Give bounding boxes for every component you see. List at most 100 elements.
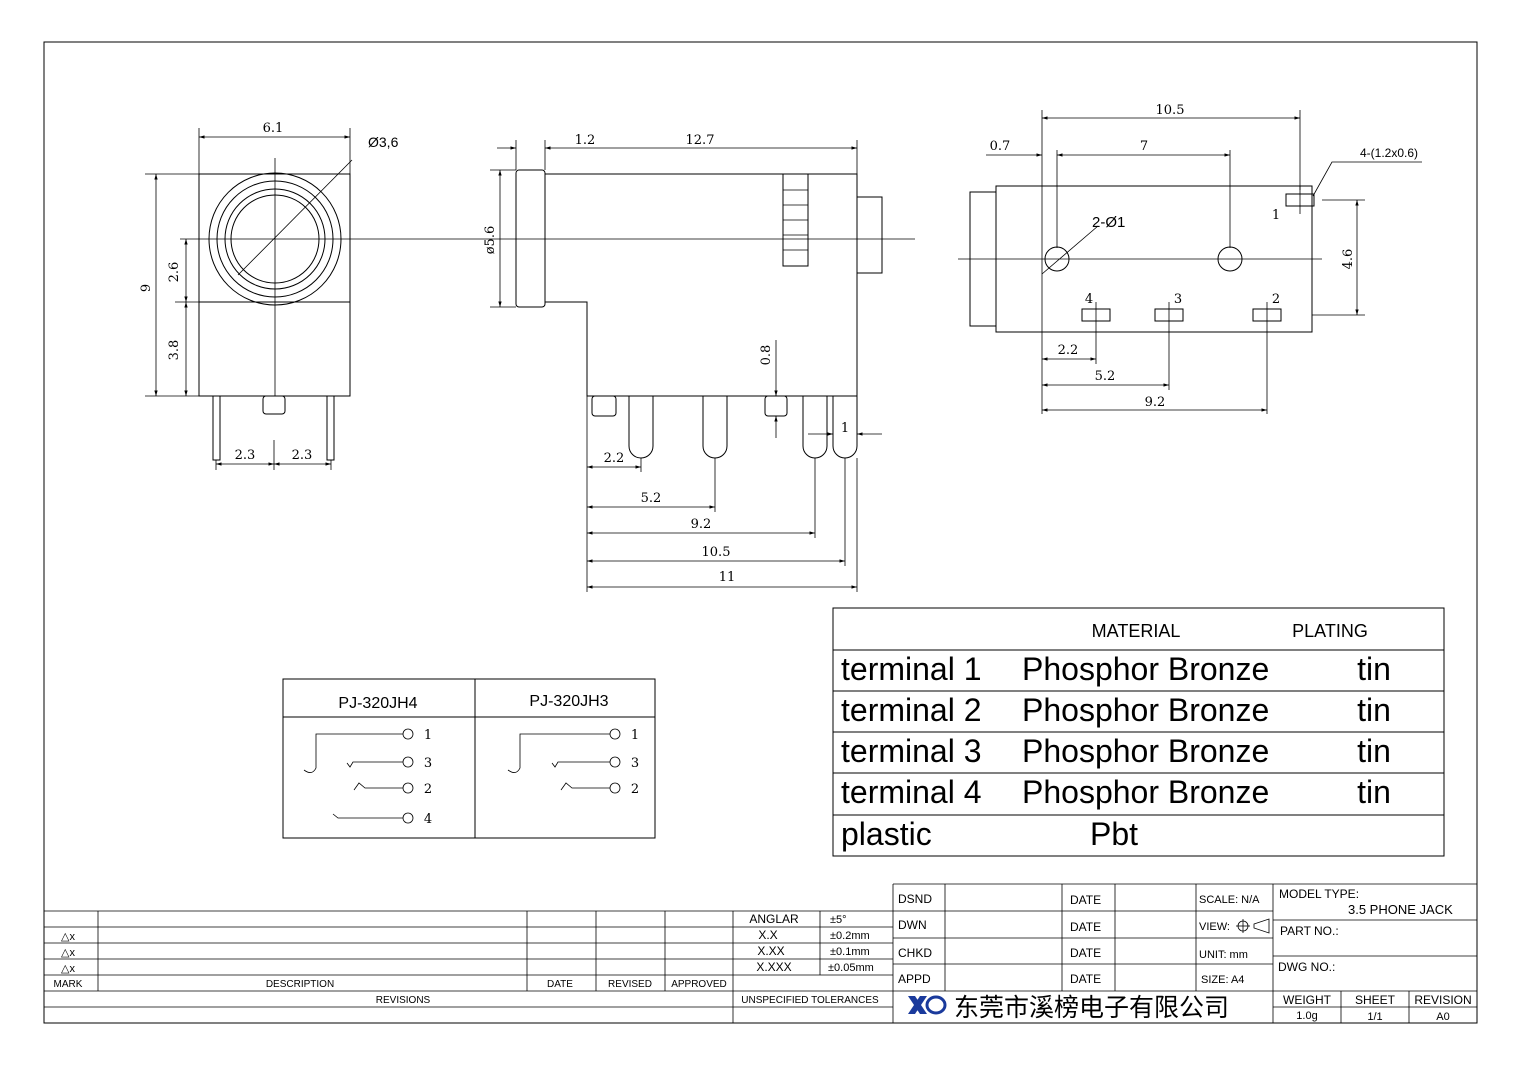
revisions-block: △x △x △x MARK DESCRIPTION DATE REVISED A… (44, 910, 893, 1023)
size-label: SIZE: A4 (1201, 974, 1244, 986)
front-body (198, 173, 351, 397)
rev-description-label: DESCRIPTION (266, 979, 334, 990)
view-label: VIEW: (1199, 921, 1230, 933)
weight-value: 1.0g (1296, 1010, 1317, 1022)
front-lower-label: 3.8 (167, 340, 182, 361)
part-no-label: PART NO.: (1280, 924, 1339, 938)
front-width-label: 6.1 (263, 121, 284, 136)
row-4-part: terminal 4 (841, 774, 982, 810)
signoff-date-1: DATE (1070, 893, 1101, 907)
row-2-plating: tin (1357, 692, 1391, 728)
side-pin-dim-1: 2.2 (604, 451, 625, 466)
pcb-pin-label-1: 1 (1272, 208, 1280, 223)
signoff-date-4: DATE (1070, 972, 1101, 986)
revision-label: REVISION (1414, 993, 1471, 1007)
sheet-label: SHEET (1355, 993, 1396, 1007)
scale-label: SCALE: N/A (1199, 894, 1260, 906)
signoff-date-3: DATE (1070, 946, 1101, 960)
signoff-role-2: DWN (898, 918, 927, 932)
row-1-material: Phosphor Bronze (1022, 651, 1269, 687)
side-pin-height-label: 0.8 (759, 345, 774, 366)
schematic-right-pin-3: 3 (631, 756, 639, 771)
rev-approved-label: APPROVED (671, 979, 727, 990)
pcb-height-label: 4.6 (1341, 249, 1356, 270)
front-upper-label: 2.6 (167, 262, 182, 283)
schematic-left-pin-2: 2 (424, 782, 432, 797)
side-body-label: 12.7 (686, 133, 715, 148)
row-5-material: Pbt (1090, 816, 1138, 852)
side-pin-width-label: 1 (841, 421, 849, 436)
pcb-hole-note: 2-Ø1 (1092, 214, 1125, 231)
side-pin-dim-5: 11 (719, 570, 736, 585)
tol-value-1: ±5° (830, 914, 847, 926)
row-5-part: plastic (841, 816, 932, 852)
tol-value-3: ±0.1mm (830, 946, 870, 958)
weight-label: WEIGHT (1283, 993, 1332, 1007)
front-pin-right-label: 2.3 (292, 448, 313, 463)
pcb-pad-note: 4-(1.2x0.6) (1360, 146, 1418, 160)
tol-label-1: ANGLAR (749, 912, 799, 926)
row-4-plating: tin (1357, 774, 1391, 810)
schematic-right-pin-1: 1 (631, 728, 639, 743)
rev-mark-label: MARK (54, 979, 83, 990)
rev-mark-1: △x (61, 931, 75, 943)
rev-mark-2: △x (61, 947, 75, 959)
tol-label-2: X.X (758, 928, 777, 942)
schematic-left-pin-4: 4 (424, 812, 432, 827)
rev-date-label: DATE (547, 979, 573, 990)
pcb-pin-label-2: 2 (1272, 292, 1280, 307)
side-pin-dim-3: 9.2 (691, 517, 712, 532)
front-view: Ø3,6 6.1 9 2.6 3.8 2.3 2.3 (139, 121, 915, 470)
row-1-part: terminal 1 (841, 651, 982, 687)
schematic-table: PJ-320JH4 PJ-320JH3 1 3 2 4 1 3 2 (282, 678, 656, 839)
pcb-pin-dim-2: 5.2 (1095, 369, 1116, 384)
pcb-pin-label-4: 4 (1085, 292, 1093, 307)
pcb-view: 2-Ø1 1 4 3 2 4-(1.2x0.6) 10.5 7 0.7 4.6 (958, 103, 1422, 414)
row-1-plating: tin (1357, 651, 1391, 687)
side-flange (515, 169, 546, 308)
signoff-date-2: DATE (1070, 920, 1101, 934)
side-view: 1.2 12.7 ø5.6 0.8 1 2.2 5.2 9.2 10.5 11 (483, 133, 883, 592)
model-type-label: MODEL TYPE: (1279, 887, 1359, 901)
pcb-hole-spacing-label: 7 (1140, 139, 1148, 154)
side-flange-label: 1.2 (575, 133, 596, 148)
tol-value-4: ±0.05mm (828, 962, 874, 974)
signoff-role-1: DSND (898, 892, 932, 906)
schematic-left-title: PJ-320JH4 (338, 695, 417, 712)
pcb-offset-label: 0.7 (990, 139, 1011, 154)
rev-footer: REVISIONS (376, 995, 431, 1006)
row-2-material: Phosphor Bronze (1022, 692, 1269, 728)
signoff-role-3: CHKD (898, 946, 932, 960)
front-pin-left-label: 2.3 (235, 448, 256, 463)
side-diameter-label: ø5.6 (483, 226, 498, 255)
material-header: MATERIAL (1092, 621, 1181, 641)
schematic-right-title: PJ-320JH3 (529, 693, 608, 710)
row-3-part: terminal 3 (841, 733, 982, 769)
front-diameter-label: Ø3,6 (368, 134, 399, 150)
material-table: MATERIAL PLATING terminal 1 Phosphor Bro… (832, 607, 1445, 857)
tol-footer: UNSPECIFIED TOLERANCES (741, 995, 879, 1006)
schematic-left-pin-1: 1 (424, 728, 432, 743)
row-2-part: terminal 2 (841, 692, 982, 728)
rev-mark-3: △x (61, 963, 75, 975)
schematic-left-pin-3: 3 (424, 756, 432, 771)
side-pin-dim-4: 10.5 (702, 545, 731, 560)
pcb-overall-label: 10.5 (1156, 103, 1185, 118)
pcb-pin-label-3: 3 (1174, 292, 1182, 307)
tol-value-2: ±0.2mm (830, 930, 870, 942)
pcb-pin-dim-3: 9.2 (1145, 395, 1166, 410)
front-height-label: 9 (139, 284, 154, 292)
dwg-no-label: DWG NO.: (1278, 960, 1335, 974)
rev-revised-label: REVISED (608, 979, 652, 990)
unit-label: UNIT: mm (1199, 949, 1248, 961)
sheet-value: 1/1 (1367, 1011, 1382, 1023)
revision-value: A0 (1436, 1011, 1449, 1023)
projection-icon (1236, 918, 1270, 934)
company-logo (908, 995, 947, 1015)
model-type-value: 3.5 PHONE JACK (1348, 902, 1453, 917)
title-block: DSND DWN CHKD APPD DATE DATE DATE DATE S… (892, 883, 1477, 1023)
side-pin-dim-2: 5.2 (641, 491, 662, 506)
signoff-role-4: APPD (898, 972, 931, 986)
tol-label-4: X.XXX (756, 960, 791, 974)
